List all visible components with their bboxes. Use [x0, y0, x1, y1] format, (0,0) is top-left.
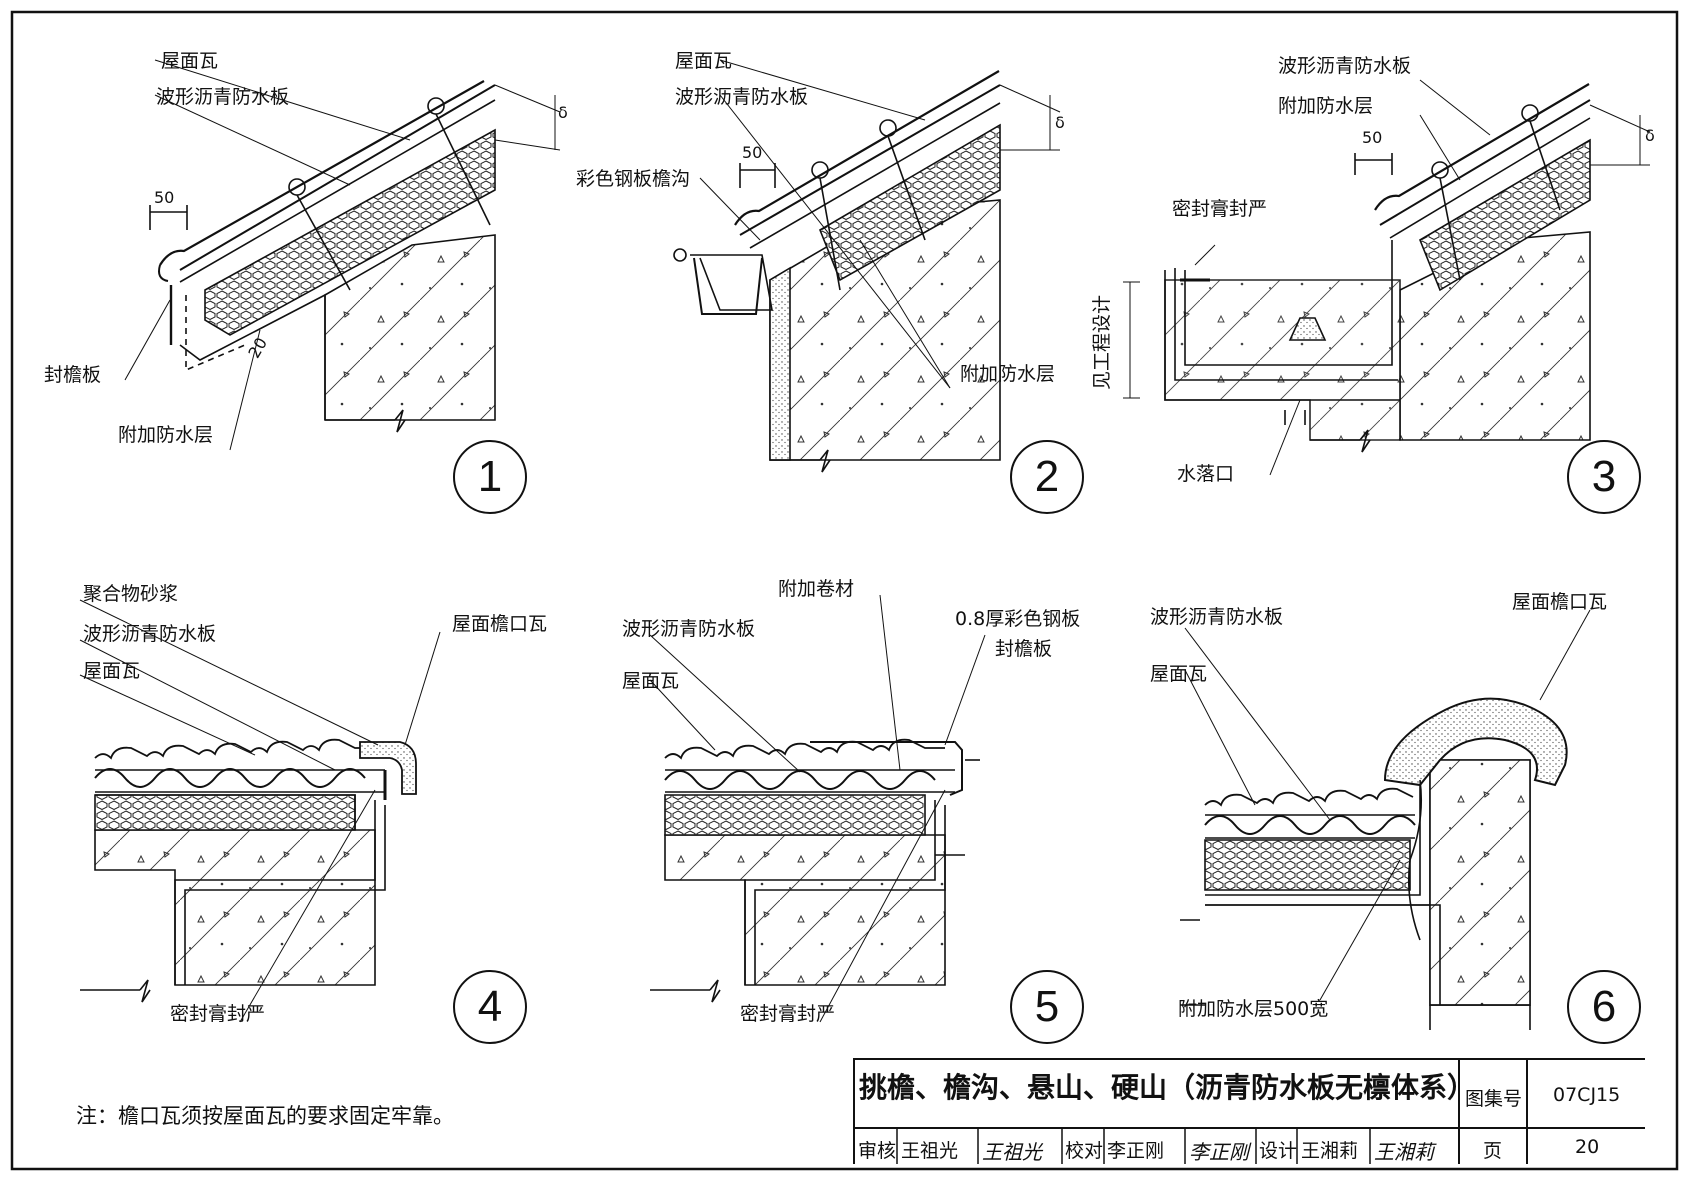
detail-6-graphic	[1180, 609, 1591, 1030]
detail-4-number: 4	[453, 970, 527, 1044]
checker-signature: 李正刚	[1189, 1140, 1249, 1164]
d2-delta: δ	[1055, 113, 1065, 132]
detail-2-number: 2	[1010, 440, 1084, 514]
d5-roof-tile-label: 屋面瓦	[622, 670, 680, 692]
d6-corrugated-board-label: 波形沥青防水板	[1150, 606, 1284, 628]
detail-5-number: 5	[1010, 970, 1084, 1044]
d5-steel-fascia-line1: 0.8厚彩色钢板	[955, 608, 1081, 630]
d3-extra-layer-label: 附加防水层	[1278, 95, 1374, 117]
d1-extra-layer-label: 附加防水层	[118, 424, 214, 446]
d3-per-design-label: 见工程设计	[1091, 294, 1113, 390]
d2-roof-tile-label: 屋面瓦	[675, 50, 733, 72]
d3-delta: δ	[1645, 126, 1655, 145]
d2-extra-layer-label: 附加防水层	[960, 363, 1056, 385]
detail-1-graphic	[124, 59, 561, 451]
designer-name: 王湘莉	[1301, 1140, 1359, 1162]
d1-fascia-label: 封檐板	[44, 364, 102, 386]
detail-6-number: 6	[1567, 970, 1641, 1044]
d1-delta: δ	[558, 103, 568, 122]
atlas-label: 图集号	[1465, 1088, 1523, 1110]
drawing-title: 挑檐、檐沟、悬山、硬山（沥青防水板无檩体系）	[859, 1071, 1476, 1104]
detail-3-graphic	[1123, 79, 1651, 476]
note-text: 注：檐口瓦须按屋面瓦的要求固定牢靠。	[76, 1104, 454, 1128]
d2-corrugated-board-label: 波形沥青防水板	[675, 86, 809, 108]
d1-dim-50: 50	[154, 188, 175, 207]
design-label: 设计	[1259, 1140, 1298, 1162]
detail-2-graphic	[673, 59, 1061, 473]
d6-extra-layer-500-label: 附加防水层500宽	[1178, 998, 1329, 1020]
atlas-number: 07CJ15	[1553, 1084, 1621, 1106]
check-label: 校对	[1065, 1140, 1104, 1162]
d4-sealant-label: 密封膏封严	[170, 1003, 266, 1025]
page-label: 页	[1483, 1140, 1503, 1162]
d5-steel-fascia-line2: 封檐板	[995, 638, 1053, 660]
d1-roof-tile-label: 屋面瓦	[161, 50, 219, 72]
review-label: 审核	[858, 1140, 897, 1162]
d3-dim-50: 50	[1362, 128, 1383, 147]
d2-dim-50: 50	[742, 143, 763, 162]
detail-1-number: 1	[453, 440, 527, 514]
detail-4-graphic	[79, 599, 441, 1023]
title-block: 挑檐、檐沟、悬山、硬山（沥青防水板无檩体系） 图集号 07CJ15 审核 王祖光…	[853, 1058, 1645, 1164]
d4-eave-tile-label: 屋面檐口瓦	[452, 613, 548, 635]
page-number: 20	[1575, 1136, 1600, 1158]
d5-sealant-label: 密封膏封严	[740, 1003, 836, 1025]
d4-polymer-mortar-label: 聚合物砂浆	[83, 583, 179, 605]
d4-roof-tile-label: 屋面瓦	[83, 660, 141, 682]
checker-name: 李正刚	[1107, 1140, 1165, 1162]
reviewer-signature: 王祖光	[982, 1140, 1042, 1164]
d3-outlet-label: 水落口	[1177, 463, 1235, 485]
d6-eave-tile-label: 屋面檐口瓦	[1512, 591, 1608, 613]
d6-roof-tile-label: 屋面瓦	[1150, 663, 1208, 685]
d3-corrugated-board-label: 波形沥青防水板	[1278, 55, 1412, 77]
reviewer-name: 王祖光	[901, 1140, 959, 1162]
title-block-grid	[855, 1060, 1645, 1164]
d5-extra-membrane-label: 附加卷材	[778, 578, 855, 600]
d2-steel-gutter-label: 彩色钢板檐沟	[576, 168, 691, 190]
designer-signature: 王湘莉	[1374, 1140, 1434, 1164]
d1-corrugated-board-label: 波形沥青防水板	[156, 86, 290, 108]
d5-corrugated-board-label: 波形沥青防水板	[622, 618, 756, 640]
d3-sealant-label: 密封膏封严	[1172, 198, 1268, 220]
detail-3-number: 3	[1567, 440, 1641, 514]
d4-corrugated-board-label: 波形沥青防水板	[83, 623, 217, 645]
detail-5-graphic	[649, 594, 986, 1023]
